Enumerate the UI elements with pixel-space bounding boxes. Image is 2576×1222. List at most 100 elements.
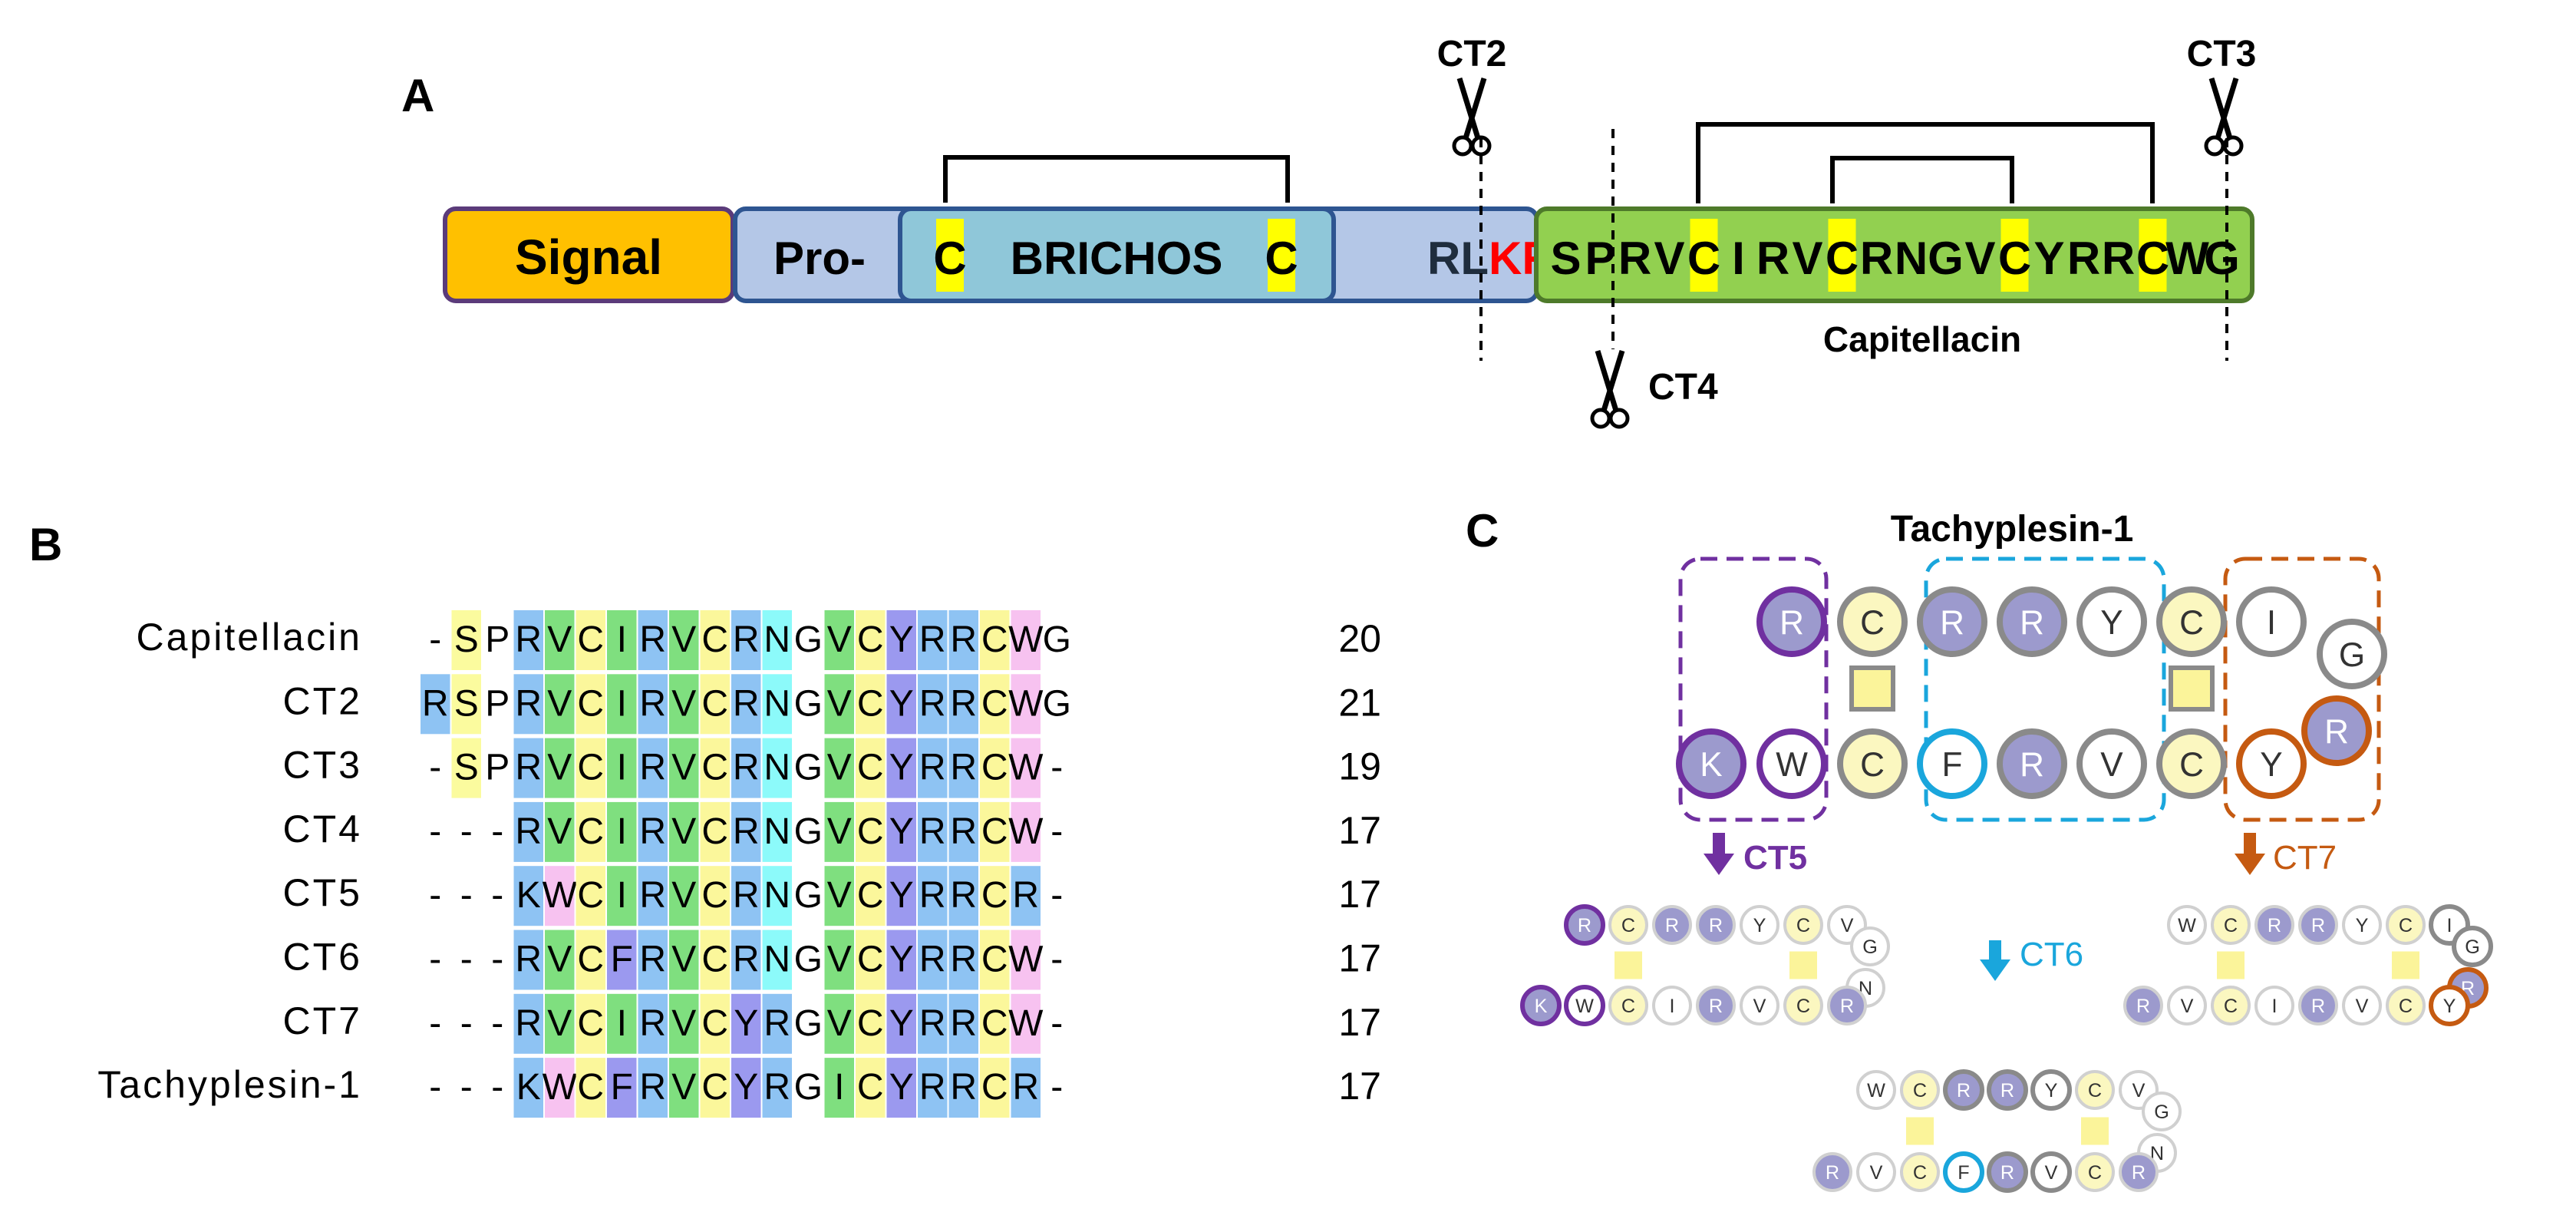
panel-a-label: A [401,70,434,121]
residue-node: C [1837,728,1908,799]
alignment-residue: Y [889,748,914,788]
disulfide-bond-square [1849,665,1895,712]
alignment-cell [980,866,1010,926]
ct7-region-box [2223,557,2381,822]
alignment-residue: R [950,1003,977,1044]
residue-node: R [1997,586,2067,657]
alignment-residue: C [701,1067,728,1108]
alignment-cell [1011,674,1041,735]
alignment-cell [700,801,730,862]
svg-text:C: C [2399,996,2413,1017]
alignment-residue: P [485,619,510,660]
alignment-residue: - [460,811,473,852]
svg-text:Y: Y [1753,915,1766,936]
svg-text:Y: Y [2045,1080,2058,1101]
alignment-cell [886,993,916,1054]
alignment-residue: C [577,1067,604,1108]
alignment-cell [824,610,854,670]
alignment-residue: G [794,1067,823,1108]
alignment-cell [700,993,730,1054]
alignment-cell [576,738,605,798]
ct4-label: CT4 [1648,367,1718,408]
residue-node: R [1696,986,1736,1025]
residue-node: Y [1740,905,1779,945]
alignment-residue: R [919,748,946,788]
residue-node: Y [2030,1069,2072,1111]
residue-node: R [1564,904,1605,946]
alignment-residue: C [981,875,1008,916]
alignment-cell [545,801,575,862]
alignment-cell [576,866,605,926]
alignment-row-name: CT4 [283,808,362,850]
alignment-residue: S [454,619,479,660]
residue-node: G [2317,619,2387,689]
alignment-row-name: Capitellacin [137,616,362,659]
alignment-cell [824,930,854,990]
alignment-residue: C [981,940,1008,980]
alignment-cell [886,610,916,670]
svg-text:C: C [2224,996,2238,1017]
svg-text:R: R [1578,915,1591,936]
alignment-residue: R [733,875,760,916]
alignment-residue: R [639,811,666,852]
alignment-residue: V [671,748,696,788]
alignment-cell [948,866,978,926]
signal-label: Signal [515,230,662,285]
svg-text:C: C [1621,996,1635,1017]
disulfide-bond-square [2081,1117,2109,1145]
alignment-residue: C [981,619,1008,660]
svg-text:C: C [2088,1080,2102,1101]
residue-node: G [2142,1092,2182,1131]
alignment-residue: F [611,940,633,980]
alignment-residue: V [547,619,572,660]
residue-node: Y [2076,586,2147,657]
svg-text:V: V [2181,996,2194,1017]
alignment-residue: R [919,811,946,852]
alignment-cell [948,993,978,1054]
alignment-residue: I [617,875,627,916]
alignment-cell [856,1058,886,1118]
svg-text:F: F [1958,1162,1969,1184]
alignment-cell [886,930,916,990]
residue-node: Y [2342,905,2382,945]
residue-node: C [2386,986,2426,1025]
alignment-residue: C [857,940,884,980]
alignment-residue: Y [889,811,914,852]
alignment-residue: N [764,748,790,788]
alignment-cell [980,674,1010,735]
alignment-residue: R [919,1003,946,1044]
alignment-residue: W [543,875,578,916]
svg-text:R: R [2132,1162,2146,1184]
residue-node: R [1987,1069,2028,1111]
svg-text:R: R [2136,996,2150,1017]
brichos-domain [898,206,1336,303]
svg-text:R: R [1840,996,1854,1017]
alignment-residue: R [733,619,760,660]
alignment-residue: C [857,811,884,852]
alignment-cell [731,866,761,926]
residue-node: W [1564,985,1605,1026]
alignment-residue: C [577,619,604,660]
residue-node: Y [2236,728,2307,799]
alignment-cell [607,738,637,798]
svg-text:G: G [2154,1101,2169,1123]
svg-text:F: F [1942,746,1963,784]
residue-node: R [1696,905,1736,945]
alignment-residue: - [460,1003,473,1044]
alignment-row-name: Tachyplesin-1 [97,1063,362,1106]
alignment-residue: - [491,811,503,852]
alignment-residue: - [1051,875,1063,916]
alignment-row-name: CT2 [283,679,362,722]
alignment-cell [607,610,637,670]
alignment-cell [513,1058,543,1118]
residue-node: W [1856,1070,1896,1110]
alignment-residue: R [639,1067,666,1108]
residue-node: C [2386,905,2426,945]
alignment-residue: V [827,811,852,852]
residue-node: V [2342,986,2382,1025]
alignment-residue: R [639,683,666,724]
alignment-cell [700,930,730,990]
